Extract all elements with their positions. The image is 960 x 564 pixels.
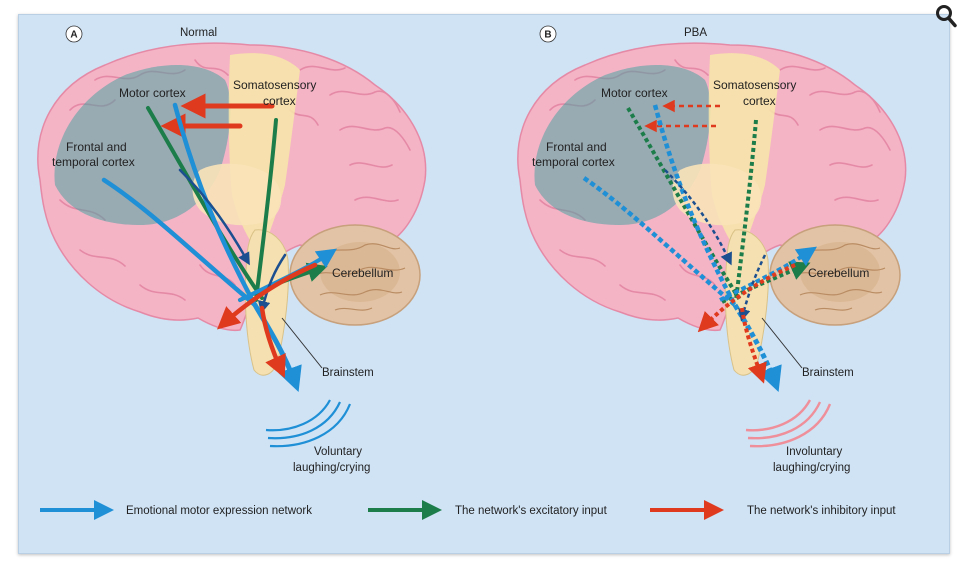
excitatory-arrow — [254, 118, 278, 302]
excitatory-arrow — [626, 106, 742, 302]
panel-a-frontal-label: Frontal and — [66, 140, 127, 154]
inhibitory-arrow — [216, 262, 318, 330]
inhibitory-arrow — [259, 305, 286, 379]
panel-b-frontal-label: Frontal and — [546, 140, 607, 154]
legend-excitatory-label: The network's excitatory input — [455, 505, 608, 517]
panel-b-brainstem-label: Brainstem — [802, 367, 854, 379]
legend-inhibitory-label: The network's inhibitory input — [747, 505, 896, 517]
panel-b-arrows — [582, 99, 817, 393]
involuntary-wave-icon — [745, 399, 832, 448]
navy-arrow — [178, 168, 250, 266]
panel-a-letter-badge — [65, 25, 83, 43]
inhibitory-arrow — [697, 263, 796, 333]
brainstem-leader-line — [281, 317, 323, 369]
panel-a-somatosensory-label-2: cortex — [263, 94, 296, 108]
emotional-arrow — [719, 246, 817, 302]
emotional-arrow — [582, 176, 737, 307]
panel-a-title: Normal — [180, 27, 217, 39]
panel-a-somatosensory-label: Somatosensory — [233, 78, 316, 92]
legend: Emotional motor expression network The n… — [40, 500, 896, 520]
panel-a: A Normal Motor cortex Somatosensory cort… — [37, 25, 427, 474]
panel-b-letter-badge — [539, 25, 557, 43]
excitatory-arrow — [146, 106, 264, 300]
panel-a-arrows — [101, 93, 337, 393]
panel-b-cerebellum-label: Cerebellum — [808, 266, 869, 280]
excitatory-arrow — [721, 261, 811, 304]
panel-a-output-label-2: laughing/crying — [293, 462, 370, 474]
navy-arrow — [664, 169, 732, 266]
panel-b-output-label: Involuntary — [786, 446, 843, 458]
panel-b-temporal-label: temporal cortex — [532, 155, 615, 169]
magnifier-icon[interactable] — [935, 4, 957, 28]
panel-a-letter: A — [70, 30, 77, 41]
navy-arrow — [257, 253, 287, 314]
panel-b-somatosensory-label: Somatosensory — [713, 78, 796, 92]
panel-b: B PBA Motor cortex Somatosensory cortex … — [517, 25, 907, 474]
brainstem-leader-line — [761, 317, 803, 369]
excitatory-arrow — [734, 119, 758, 301]
panel-a-temporal-label: temporal cortex — [52, 155, 135, 169]
brain-illustration — [37, 42, 427, 377]
emotional-arrow — [101, 177, 258, 308]
emotional-arrow — [652, 104, 737, 307]
panel-b-letter: B — [544, 30, 551, 41]
panel-a-output-label: Voluntary — [314, 446, 362, 458]
panel-a-brainstem-label: Brainstem — [322, 367, 374, 379]
voluntary-wave-icon — [265, 399, 352, 448]
panel-a-motor-cortex-label: Motor cortex — [119, 86, 186, 100]
panel-b-motor-cortex-label: Motor cortex — [601, 86, 668, 100]
inhibitory-arrow — [740, 307, 767, 384]
panel-a-cerebellum-label: Cerebellum — [332, 266, 393, 280]
panel-b-somatosensory-label-2: cortex — [743, 94, 776, 108]
emotional-arrow — [172, 102, 258, 308]
panel-b-title: PBA — [684, 27, 707, 39]
brain-illustration — [517, 42, 907, 377]
panel-b-output-label-2: laughing/crying — [773, 462, 850, 474]
legend-emotional-label: Emotional motor expression network — [126, 505, 312, 517]
